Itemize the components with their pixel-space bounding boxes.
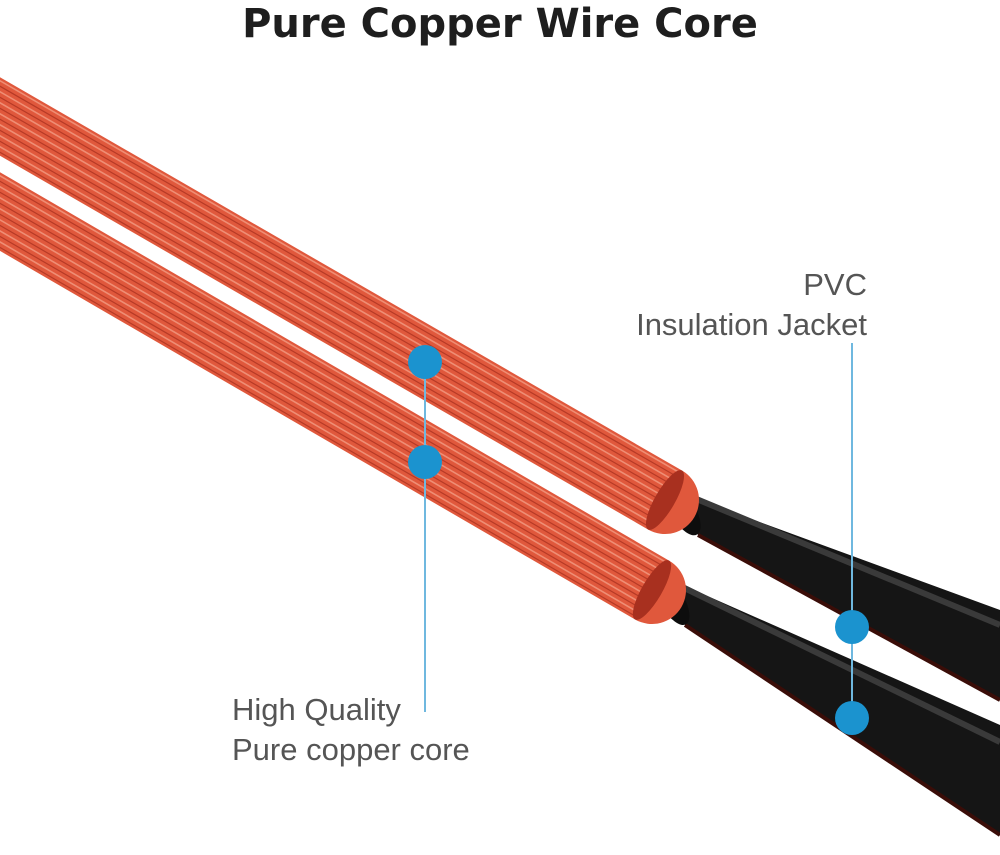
lower-copper-strand [0,224,647,601]
lower-copper-cut-end [632,560,672,620]
jacket-marker-lower [835,701,869,735]
core-marker-lower [408,445,442,479]
page-title: Pure Copper Wire Core [242,1,758,47]
lower-copper-strand [0,191,661,577]
lower-copper-strand [0,207,654,589]
upper-copper-strand [0,90,677,483]
core-marker-upper [408,345,442,379]
jacket-callout: PVC Insulation Jacket [636,265,867,345]
lower-copper-strand [0,218,649,597]
lower-copper-strand [0,180,666,568]
upper-copper-strand [0,145,653,524]
lower-copper-strand [0,229,645,606]
jacket-callout-line2: Insulation Jacket [636,307,867,342]
upper-copper-strand [0,79,681,474]
upper-copper-strand [0,140,655,520]
lower-copper-strand [0,241,640,614]
upper-copper-strand [0,151,650,528]
core-callout-line1: High Quality [232,692,401,727]
lower-copper-strand [0,202,656,585]
core-callout: High Quality Pure copper core [232,690,470,770]
lower-copper-strand [0,174,668,564]
upper-copper-strand [0,85,679,478]
upper-copper-strand [0,118,665,503]
lower-copper-strand [0,213,652,593]
upper-copper-cut-end [645,470,685,530]
upper-copper-strands [0,77,699,534]
upper-copper-strand [0,107,669,495]
lower-copper-body [0,172,686,624]
lower-copper-strand [0,235,642,610]
upper-copper-strand [0,112,667,499]
lower-copper-strand [0,196,659,581]
lower-copper-strands [0,172,686,624]
lower-copper-strand [0,246,637,618]
jacket-marker-upper [835,610,869,644]
lower-copper-strand [0,185,664,573]
jacket-callout-line1: PVC [803,267,867,302]
upper-copper-strand [0,96,674,487]
upper-copper-strand [0,129,660,511]
core-callout-line2: Pure copper core [232,732,470,767]
upper-copper-body [0,77,699,534]
upper-copper-strand [0,101,672,491]
upper-copper-strand [0,123,662,507]
upper-copper-strand [0,134,658,516]
